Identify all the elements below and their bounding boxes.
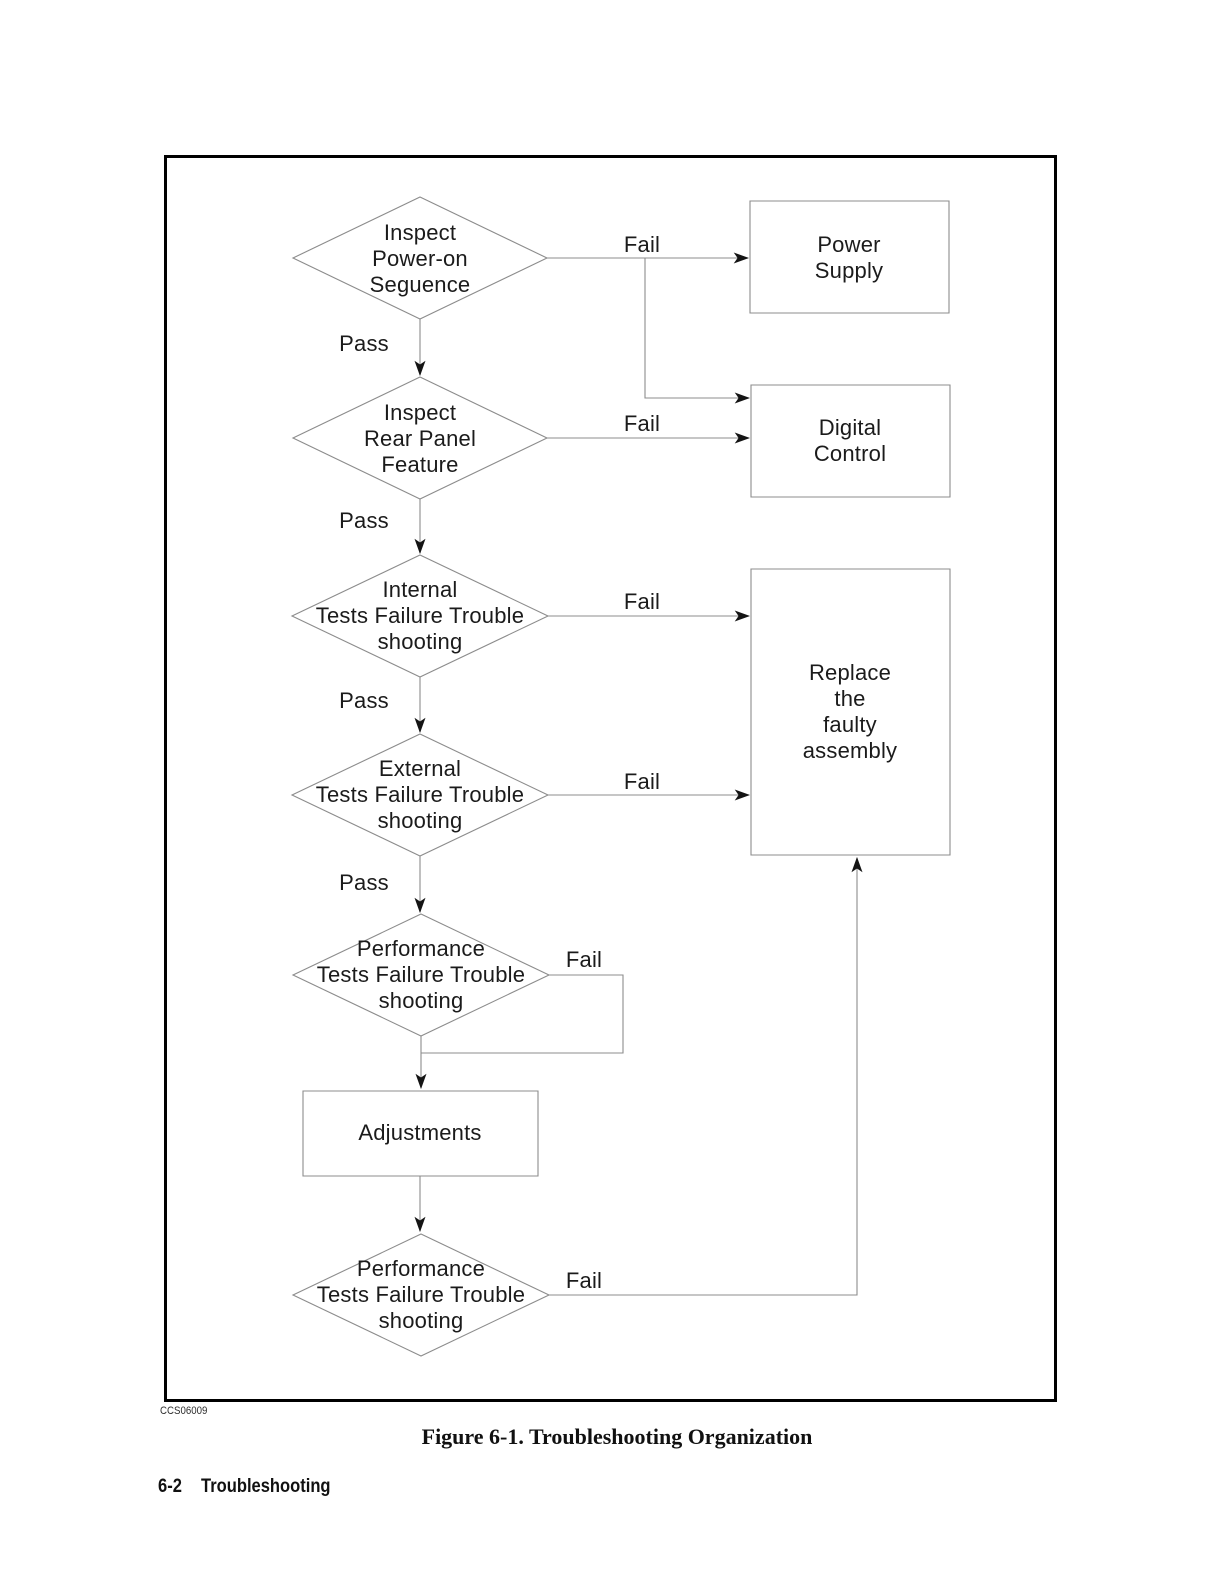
edge-label-fail-4: Fail — [623, 769, 661, 794]
label-line: Seguence — [369, 272, 471, 297]
label-line: Tests Failure Trouble — [315, 782, 525, 807]
label-line: Tests Failure Trouble — [316, 962, 526, 987]
process-power-supply-shape — [750, 201, 949, 313]
process-digital-control-shape — [751, 385, 950, 497]
decision-internal-tests-label: Internal Tests Failure Trouble shooting — [316, 577, 524, 655]
edge-label-fail-5: Fail — [565, 947, 603, 972]
label-line: Replace — [808, 660, 892, 685]
edge-label-pass-1: Pass — [339, 331, 389, 356]
decision-performance-tests-1-label: Performance Tests Failure Trouble shooti… — [317, 936, 525, 1014]
edge-label-pass-4: Pass — [339, 870, 389, 895]
label-line: Feature — [381, 452, 459, 477]
edge-label-pass-2: Pass — [339, 508, 389, 533]
label-line: External — [378, 756, 462, 781]
process-adjustments-label: Adjustments — [358, 1120, 481, 1146]
process-digital-control-label: Digital Control — [814, 415, 886, 467]
decision-inspect-power-on-label: Inspect Power-on Seguence — [370, 220, 471, 298]
label-line: Tests Failure Trouble — [316, 1282, 526, 1307]
label-line: Supply — [814, 258, 884, 283]
label-line: Digital — [818, 415, 882, 440]
label-line: Inspect — [383, 400, 457, 425]
decision-external-tests-label: External Tests Failure Trouble shooting — [316, 756, 524, 834]
footer-page-number: 6-2 — [158, 1476, 182, 1497]
label-line: shooting — [378, 988, 464, 1013]
decision-performance-tests-2-label: Performance Tests Failure Trouble shooti… — [317, 1256, 525, 1334]
edge-label-fail-1: Fail — [623, 232, 661, 257]
label-line: Power-on — [372, 246, 468, 271]
figure-caption: Figure 6-1. Troubleshooting Organization — [421, 1424, 813, 1449]
edge-fail-performance-1-elbow — [421, 975, 623, 1053]
edge-fail-power-on-to-digital-control — [645, 258, 751, 404]
label-line: Performance — [356, 1256, 486, 1281]
figure-frame — [164, 155, 1057, 1402]
artifact-code: CCS06009 — [160, 1405, 208, 1417]
label-line: the — [834, 686, 866, 711]
decision-performance-tests-2-shape — [293, 1234, 549, 1356]
label-line: Power — [817, 232, 881, 257]
process-replace-assembly-shape — [751, 569, 950, 855]
label-line: faulty — [823, 712, 877, 737]
process-replace-assembly-label: Replace the faulty assembly — [803, 660, 898, 764]
edge-fail-performance-2-to-replace — [549, 856, 863, 1295]
label-line: Control — [813, 441, 887, 466]
process-power-supply-label: Power Supply — [815, 232, 883, 284]
label-line: assembly — [802, 738, 898, 763]
footer-section-title: Troubleshooting — [201, 1476, 331, 1497]
edge-label-fail-2: Fail — [623, 411, 661, 436]
label-line: shooting — [377, 629, 463, 654]
decision-inspect-rear-panel-label: Inspect Rear Panel Feature — [364, 400, 476, 478]
edge-label-pass-3: Pass — [339, 688, 389, 713]
label-line: Performance — [356, 936, 486, 961]
page-footer: 6-2 Troubleshooting — [158, 1476, 331, 1498]
edge-label-fail-6: Fail — [565, 1268, 603, 1293]
label-line: Inspect — [383, 220, 457, 245]
label-line: Rear Panel — [363, 426, 477, 451]
label-line: shooting — [378, 1308, 464, 1333]
label-line: Tests Failure Trouble — [315, 603, 525, 628]
label-line: Internal — [382, 577, 458, 602]
edge-label-fail-3: Fail — [623, 589, 661, 614]
label-line: shooting — [377, 808, 463, 833]
label-line: Adjustments — [358, 1120, 482, 1145]
